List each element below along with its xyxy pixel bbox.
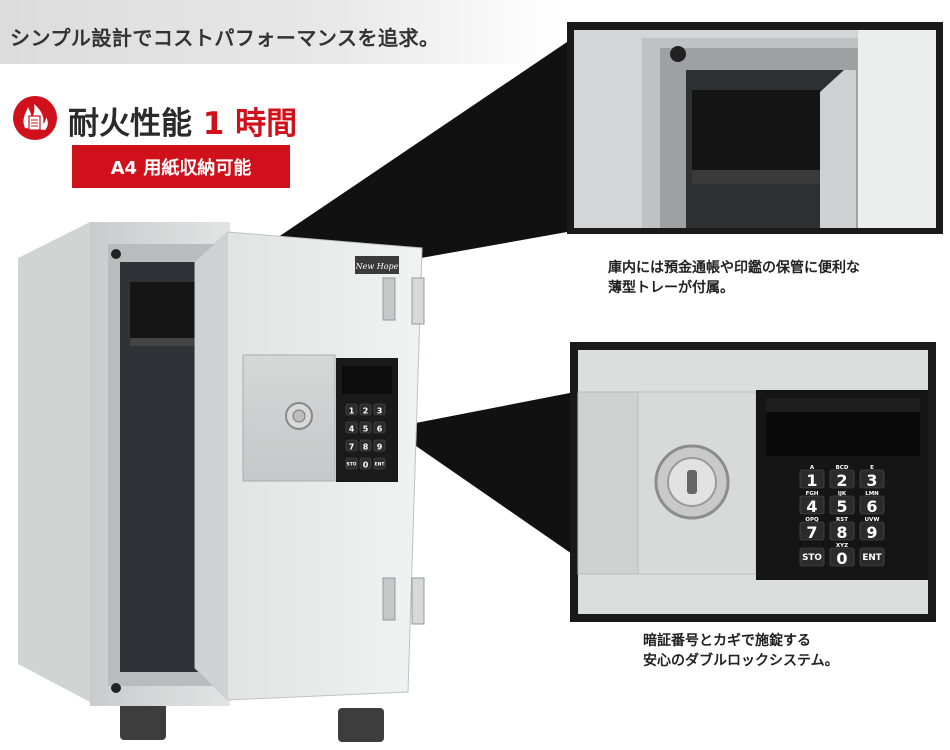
lock-zoom-key-sub-6: LMN [865,491,879,497]
tray-caption-line1: 庫内には預金通帳や印鑑の保管に便利な [608,260,860,276]
fire-resistance-heading: 耐火性能 1 時間 [68,98,297,143]
lock-zoom-key-7[interactable] [799,521,825,541]
safe-foot-left [120,700,166,740]
lock-zoom-key-label-1: 1 [806,471,817,490]
lock-zoom-key-9[interactable] [859,521,885,541]
door-key-12[interactable] [373,457,386,470]
lock-zoom-key-sub-2: BCD [836,465,849,471]
safe-foot-right [338,708,384,742]
lock-zoom-key-1[interactable] [799,469,825,489]
door-key-7[interactable] [345,439,358,452]
door-key-label-11: 0 [363,461,369,470]
lock-zoom-key-sub-7: OPQ [805,517,819,523]
door-key-label-2: 2 [363,407,369,416]
door-key-label-10: STO [347,461,357,467]
a4-storage-text: A4 用紙収納可能 [110,157,252,179]
lock-zoom-key-sub-1: A [810,465,815,471]
lock-zoom-key-label-11: 0 [836,549,847,568]
tray-caption: 庫内には預金通帳や印鑑の保管に便利な 薄型トレーが付属。 [608,258,860,298]
door-key-11[interactable] [359,457,372,470]
lock-zoom-key-6[interactable] [859,495,885,515]
door-key-9[interactable] [373,439,386,452]
safe-frame-screw-bottom [111,683,121,693]
door-key-label-5: 5 [363,425,369,434]
lock-zoom-key-sub-11: XYZ [836,543,848,549]
lock-zoom-key-4[interactable] [799,495,825,515]
lock-zoom-key-2[interactable] [829,469,855,489]
lock-caption-line2: 安心のダブルロックシステム。 [643,653,839,669]
lock-zoom-key-12[interactable] [859,547,885,567]
tray-callout-pointer [185,42,567,300]
lock-zoom-key-10[interactable] [799,547,825,567]
lock-zoom-key-label-10: STO [802,553,822,563]
door-key-8[interactable] [359,439,372,452]
door-key-4[interactable] [345,421,358,434]
lock-zoom-key-5[interactable] [829,495,855,515]
fire-resistance-hours: 1 時間 [202,106,298,142]
lock-zoom-key-sub-8: RST [836,517,848,523]
lock-zoom-key-label-6: 6 [866,497,877,516]
door-key-2[interactable] [359,403,372,416]
fire-document-icon [13,96,57,140]
lock-caption-line1: 暗証番号とカギで施錠する [643,633,811,649]
door-key-label-9: 9 [377,443,383,452]
tray-zoom-door [858,30,936,228]
brand-plate [355,256,399,274]
fire-resistance-label: 耐火性能 [68,106,192,142]
tagline-text: シンプル設計でコストパフォーマンスを追求。 [10,26,440,50]
door-key-3[interactable] [373,403,386,416]
hinge-top [382,277,396,321]
door-key-label-7: 7 [349,443,355,452]
lock-zoom-key-label-2: 2 [836,471,847,490]
lock-zoom-key-sub-5: IJK [838,491,847,497]
door-key-label-4: 4 [349,425,355,434]
door-key-label-8: 8 [363,443,369,452]
lock-zoom-key-label-12: ENT [862,553,881,563]
lock-zoom-key-sub-3: E [870,465,874,471]
key-slot [687,470,697,494]
lock-zoom-key-label-3: 3 [866,471,877,490]
lock-caption: 暗証番号とカギで施錠する 安心のダブルロックシステム。 [643,631,839,671]
lock-callout-pointer [390,392,575,556]
hinge-bottom [382,577,396,621]
lock-zoom-key-label-8: 8 [836,523,847,542]
door-keypad-keys: 1A2BCD3E4FGH5IJK6LMN7OPQ8RST9UVWSTO0XYZE… [345,403,386,470]
safe-door-edge [195,232,228,700]
lock-zoom-key-3[interactable] [859,469,885,489]
lock-zoom-key-label-9: 9 [866,523,877,542]
door-key-label-1: 1 [349,407,355,416]
door-key-10[interactable] [345,457,358,470]
door-key-6[interactable] [373,421,386,434]
tray-caption-line2: 薄型トレーが付属。 [608,280,734,296]
lock-zoom-key-8[interactable] [829,521,855,541]
lock-zoom-key-sub-4: FGH [806,491,819,497]
lock-zoom-key-11[interactable] [829,547,855,567]
door-key-1[interactable] [345,403,358,416]
door-key-5[interactable] [359,421,372,434]
safe-side-panel [18,222,90,702]
tagline-banner [0,0,560,64]
safe-frame-screw-top [111,249,121,259]
door-keypad-display [342,366,392,394]
tray-zoom-screw [670,46,686,62]
door-key-label-12: ENT [375,461,385,467]
door-key-label-6: 6 [377,425,383,434]
lock-zoom-key-sub-9: UVW [865,517,880,523]
lock-zoom-key-label-4: 4 [806,497,817,516]
door-key-label-3: 3 [377,407,383,416]
lock-zoom-key-label-5: 5 [836,497,847,516]
tray-zoom-door-edge [820,70,856,228]
lock-zoom-key-label-7: 7 [806,523,817,542]
a4-storage-badge: A4 用紙収納可能 [72,145,290,188]
brand-name: New Hope [355,262,399,271]
